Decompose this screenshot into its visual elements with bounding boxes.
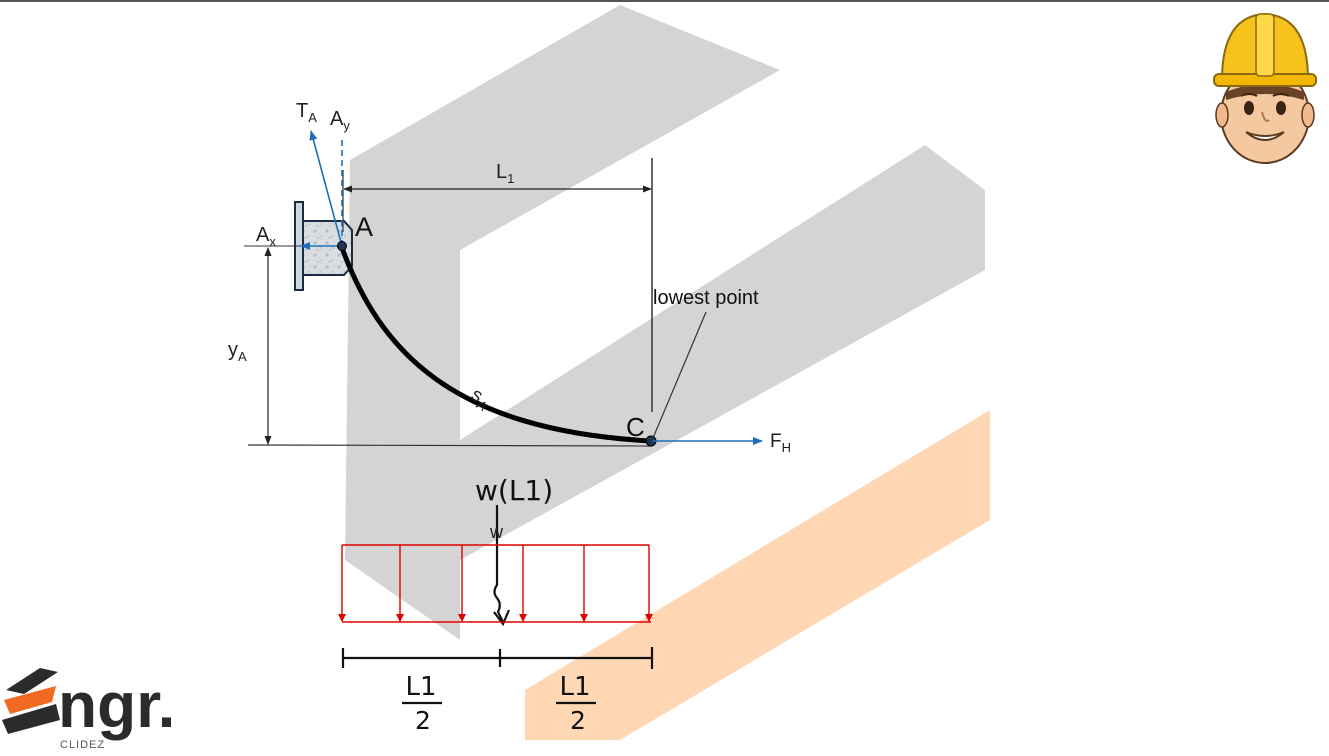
- logo-tagline: CLIDEZ: [60, 739, 105, 751]
- svg-text:2: 2: [415, 706, 431, 735]
- load-intensity-label: w: [489, 522, 504, 542]
- resultant-label: w(L1): [475, 474, 553, 507]
- watermark-logo: [345, 5, 990, 740]
- span-label: L1: [496, 161, 514, 186]
- svg-text:L1: L1: [405, 672, 436, 702]
- logo-brand-text: ngr.: [58, 669, 175, 741]
- point-c-label: C: [626, 412, 645, 442]
- ax-label: Ax: [256, 224, 276, 249]
- engr-logo: ngr. CLIDEZ: [2, 668, 175, 751]
- half-left-fraction: L1 2: [402, 672, 442, 735]
- lowest-point-label: lowest point: [653, 287, 759, 309]
- lowest-point-leader: [652, 311, 707, 439]
- half-right-fraction: L1 2: [556, 672, 596, 735]
- resultant-arrow-shaft: [493, 505, 504, 623]
- tension-label: TA: [296, 100, 317, 125]
- cable-curve: [339, 245, 654, 444]
- logo-mark-middle: [4, 686, 56, 714]
- tension-arrow: [309, 130, 343, 247]
- logo-mark-top: [6, 668, 58, 694]
- fh-label: FH: [770, 431, 791, 455]
- baseline-line: [247, 444, 653, 447]
- point-a-marker: [337, 241, 347, 251]
- height-label: yA: [228, 339, 247, 364]
- logo-mark-bottom: [2, 704, 60, 734]
- svg-text:2: 2: [570, 706, 586, 735]
- resultant-arrow-head: [493, 609, 511, 627]
- point-a-label: A: [355, 212, 373, 242]
- distributed-load: [338, 544, 653, 623]
- ay-label: Ay: [330, 108, 350, 133]
- half-span-dimension: [341, 647, 654, 669]
- svg-text:L1: L1: [559, 672, 590, 702]
- engineer-hardhat-icon: [1213, 12, 1317, 164]
